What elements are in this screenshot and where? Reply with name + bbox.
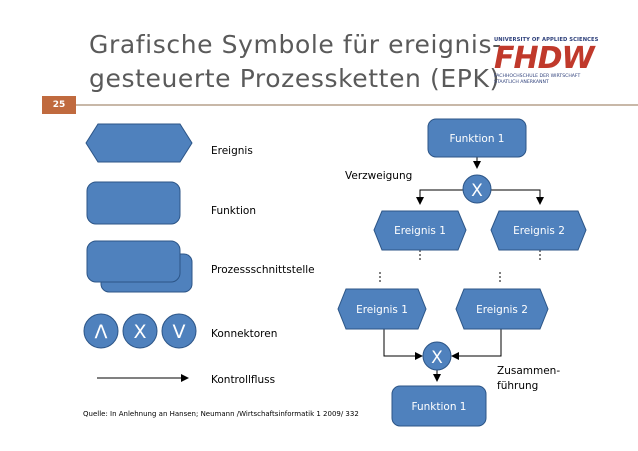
join-label-line-2: führung [497, 380, 539, 392]
event-bottom-1-label: Ereignis 1 [356, 304, 408, 316]
event-bottom-2-label: Ereignis 2 [476, 304, 528, 316]
slide-title-line-1: Grafische Symbole für ereignis- [89, 30, 502, 59]
event-bottom-2: Ereignis 2 [455, 288, 549, 330]
legend-or-symbol: V [173, 321, 186, 343]
split-connector: X [462, 174, 492, 204]
page-number-badge: 25 [42, 96, 76, 114]
legend-or-connector: V [161, 313, 197, 349]
legend-xor-symbol: X [133, 321, 146, 343]
legend-event-symbol [85, 123, 193, 163]
split-connector-symbol: X [471, 181, 483, 201]
legend-and-symbol: Λ [95, 321, 108, 343]
function-bottom-label: Funktion 1 [412, 401, 467, 413]
logo-mark: FHDW [494, 44, 602, 74]
fhdw-logo: UNIVERSITY OF APPLIED SCIENCES FHDW FACH… [494, 37, 602, 95]
logo-tagline: UNIVERSITY OF APPLIED SCIENCES [494, 37, 599, 43]
legend-interface-symbol [86, 240, 193, 293]
legend-control-flow-label: Kontrollfluss [211, 374, 276, 386]
title-divider [76, 104, 638, 106]
event-bottom-1: Ereignis 1 [337, 288, 427, 330]
function-bottom: Funktion 1 [391, 385, 487, 427]
legend-xor-connector: X [122, 313, 158, 349]
logo-subtitle-1: FACHHOCHSCHULE DER WIRTSCHAFT [494, 74, 581, 79]
logo-subtitle-2: STAATLICH ANERKANNT [494, 80, 549, 85]
join-connector-symbol: X [431, 348, 443, 368]
logo-mark-text: FHDW [494, 41, 595, 76]
flow-lines [379, 157, 544, 382]
legend-and-connector: Λ [83, 313, 119, 349]
function-top: Funktion 1 [427, 118, 527, 158]
slide-title-line-2: gesteuerte Prozessketten (EPK) [89, 64, 500, 93]
legend-interface-label: Prozessschnittstelle [211, 264, 315, 276]
event-top-1-label: Ereignis 1 [394, 225, 446, 237]
legend-function-symbol [86, 181, 181, 225]
slide-title: Grafische Symbole für ereignis- gesteuer… [89, 28, 502, 96]
legend-connectors-label: Konnektoren [211, 328, 278, 340]
join-label-line-1: Zusammen- [497, 365, 561, 377]
event-top-2-label: Ereignis 2 [513, 225, 565, 237]
function-top-label: Funktion 1 [450, 133, 505, 145]
event-top-2: Ereignis 2 [490, 210, 587, 251]
legend-function-label: Funktion [211, 205, 256, 217]
source-citation: Quelle: In Anlehnung an Hansen; Neumann … [83, 410, 359, 418]
join-connector: X [422, 341, 452, 371]
legend-event-label: Ereignis [211, 145, 253, 157]
event-top-1: Ereignis 1 [373, 210, 467, 251]
split-label: Verzweigung [345, 170, 413, 182]
